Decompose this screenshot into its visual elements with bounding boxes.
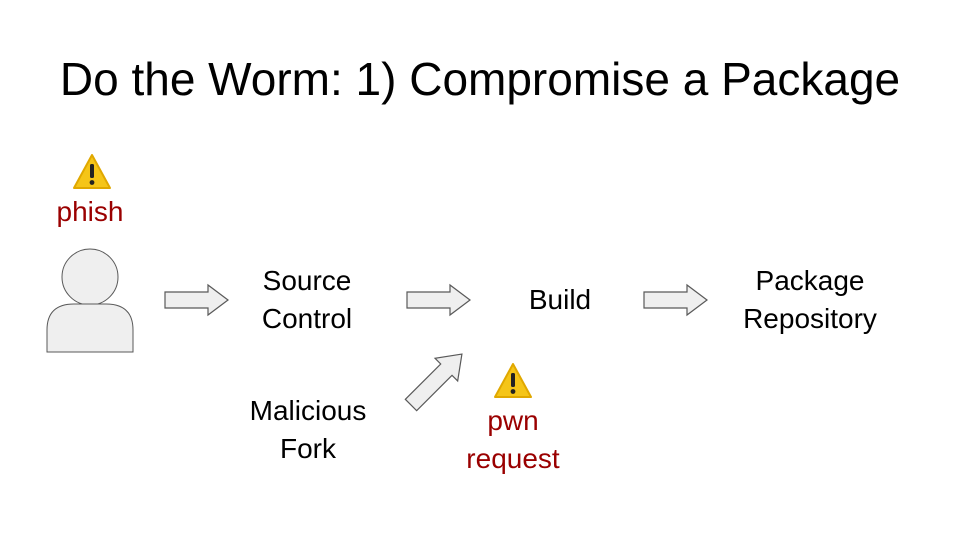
arrow-build-to-package-repository <box>643 283 708 317</box>
phish-label: phish <box>56 196 124 227</box>
pwn-request-line2: request <box>466 443 560 474</box>
package-repository-line1: Package <box>755 265 865 296</box>
malicious-fork-line1: Malicious <box>249 395 367 426</box>
pwn-request-label: pwn request <box>448 402 578 478</box>
person-icon <box>46 248 134 353</box>
node-package-repository: Package Repository <box>725 262 895 338</box>
source-control-line1: Source <box>262 265 352 296</box>
node-build: Build <box>528 284 592 315</box>
warning-icon <box>73 154 111 189</box>
arrow-person-to-source-control <box>164 283 229 317</box>
slide-title: Do the Worm: 1) Compromise a Package <box>59 53 901 105</box>
arrow-malicious-fork-to-build <box>404 353 463 412</box>
malicious-fork-line2: Fork <box>280 433 336 464</box>
node-malicious-fork: Malicious Fork <box>228 392 388 468</box>
node-source-control: Source Control <box>232 262 382 338</box>
warning-icon <box>494 363 532 398</box>
source-control-line2: Control <box>261 303 353 334</box>
pwn-request-line1: pwn <box>487 405 539 436</box>
package-repository-line2: Repository <box>743 303 877 334</box>
arrow-source-control-to-build <box>406 283 471 317</box>
